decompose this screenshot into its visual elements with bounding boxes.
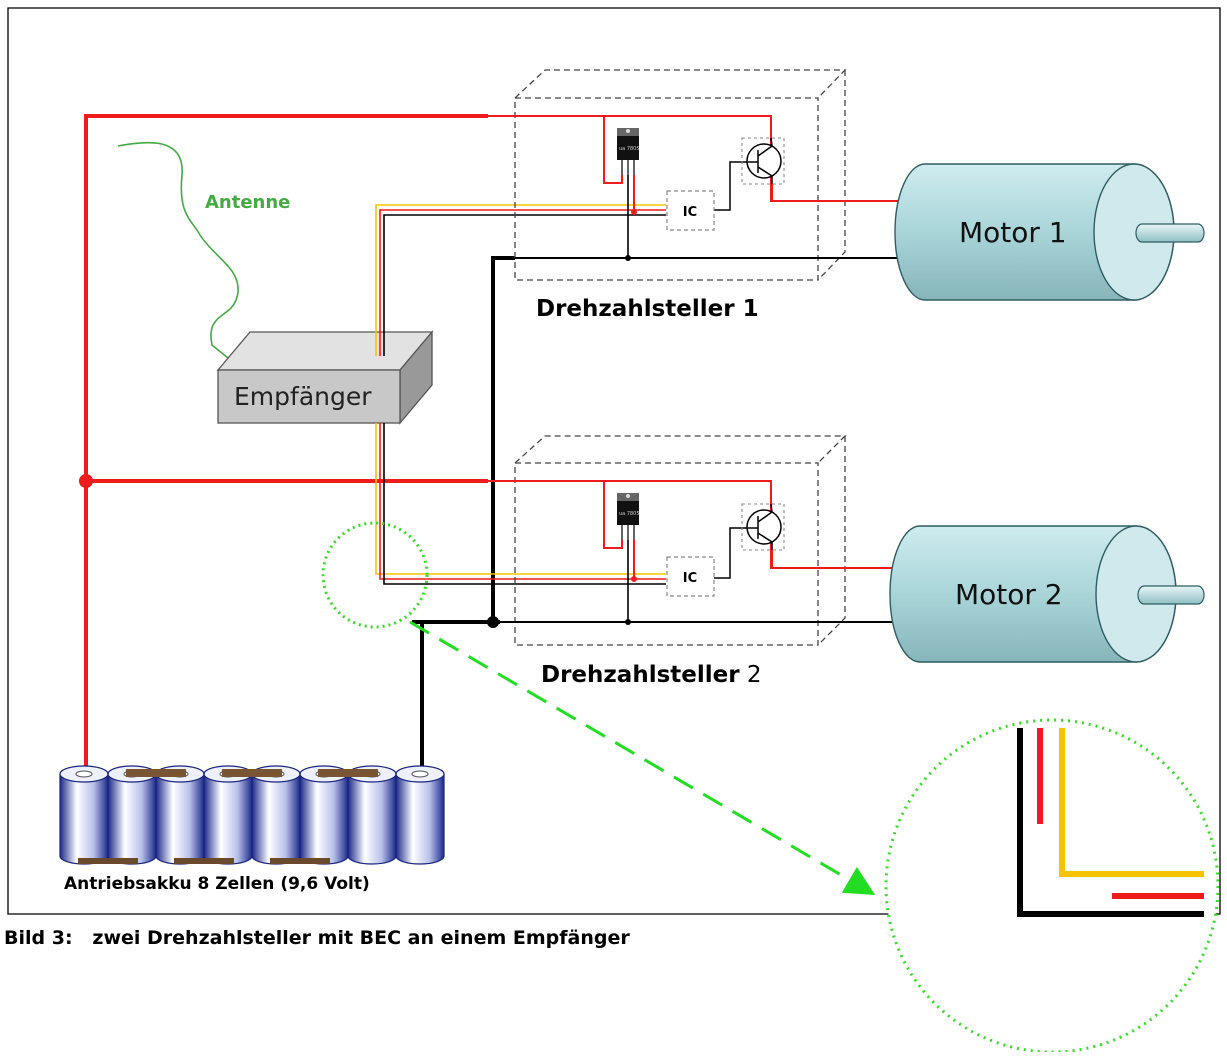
ic-chip: IC xyxy=(666,190,715,231)
motor-1-label: Motor 1 xyxy=(959,216,1067,249)
esc-1: ua 7805 IC Drehzahlsteller 1 xyxy=(488,69,900,322)
transistor-icon xyxy=(741,137,785,201)
transistor-icon xyxy=(741,503,785,568)
esc-2-label: Drehzahlsteller 2 xyxy=(541,662,762,688)
motor-2: Motor 2 xyxy=(889,525,1205,663)
cell-connector xyxy=(222,769,282,777)
cell-connector xyxy=(318,769,378,777)
svg-text:IC: IC xyxy=(683,571,697,586)
cell-connector xyxy=(78,858,138,864)
antenna-label: Antenne xyxy=(205,192,290,213)
battery-label: Antriebsakku 8 Zellen (9,6 Volt) xyxy=(64,874,370,894)
svg-text:IC: IC xyxy=(683,205,697,220)
battery-cell xyxy=(203,765,253,865)
svg-text:ua 7805: ua 7805 xyxy=(619,146,640,152)
voltage-regulator-icon: ua 7805 xyxy=(617,128,640,175)
battery-cell xyxy=(107,765,157,865)
receiver-label: Empfänger xyxy=(234,382,372,411)
zoom-detail xyxy=(884,718,1220,1054)
battery-cell xyxy=(299,765,349,865)
plus-junction xyxy=(79,474,93,488)
ground-junction xyxy=(487,616,499,628)
zoom-arrow xyxy=(409,620,876,896)
esc-1-label: Drehzahlsteller 1 xyxy=(536,296,759,322)
motor-1: Motor 1 xyxy=(894,163,1205,301)
cell-connector xyxy=(270,858,330,864)
esc-2: ua 7805 IC Drehzahlsteller 2 xyxy=(488,435,900,688)
battery-cell xyxy=(347,765,397,865)
receiver-box: Empfänger xyxy=(216,330,434,425)
battery-cell xyxy=(395,765,445,865)
servo-lead-esc2 xyxy=(375,423,666,585)
highlight-circle-large xyxy=(884,718,1220,1054)
cell-connector xyxy=(126,769,186,777)
ground-wires xyxy=(412,256,515,770)
battery-cell xyxy=(155,765,205,865)
servo-lead-esc1 xyxy=(375,204,666,356)
battery-cell xyxy=(251,765,301,865)
voltage-regulator-icon: ua 7805 xyxy=(617,493,640,540)
battery-cell xyxy=(59,765,109,865)
ic-chip: IC xyxy=(666,556,715,597)
frame-border xyxy=(7,7,1221,915)
highlight-circle-small xyxy=(321,521,429,629)
motor-2-label: Motor 2 xyxy=(955,578,1063,611)
figure-caption: Bild 3: zwei Drehzahlsteller mit BEC an … xyxy=(4,927,630,949)
svg-text:ua 7805: ua 7805 xyxy=(619,511,640,517)
cell-connector xyxy=(174,858,234,864)
antenna-wire xyxy=(117,141,239,359)
battery-pack xyxy=(59,765,445,865)
plus-wires xyxy=(84,114,488,770)
